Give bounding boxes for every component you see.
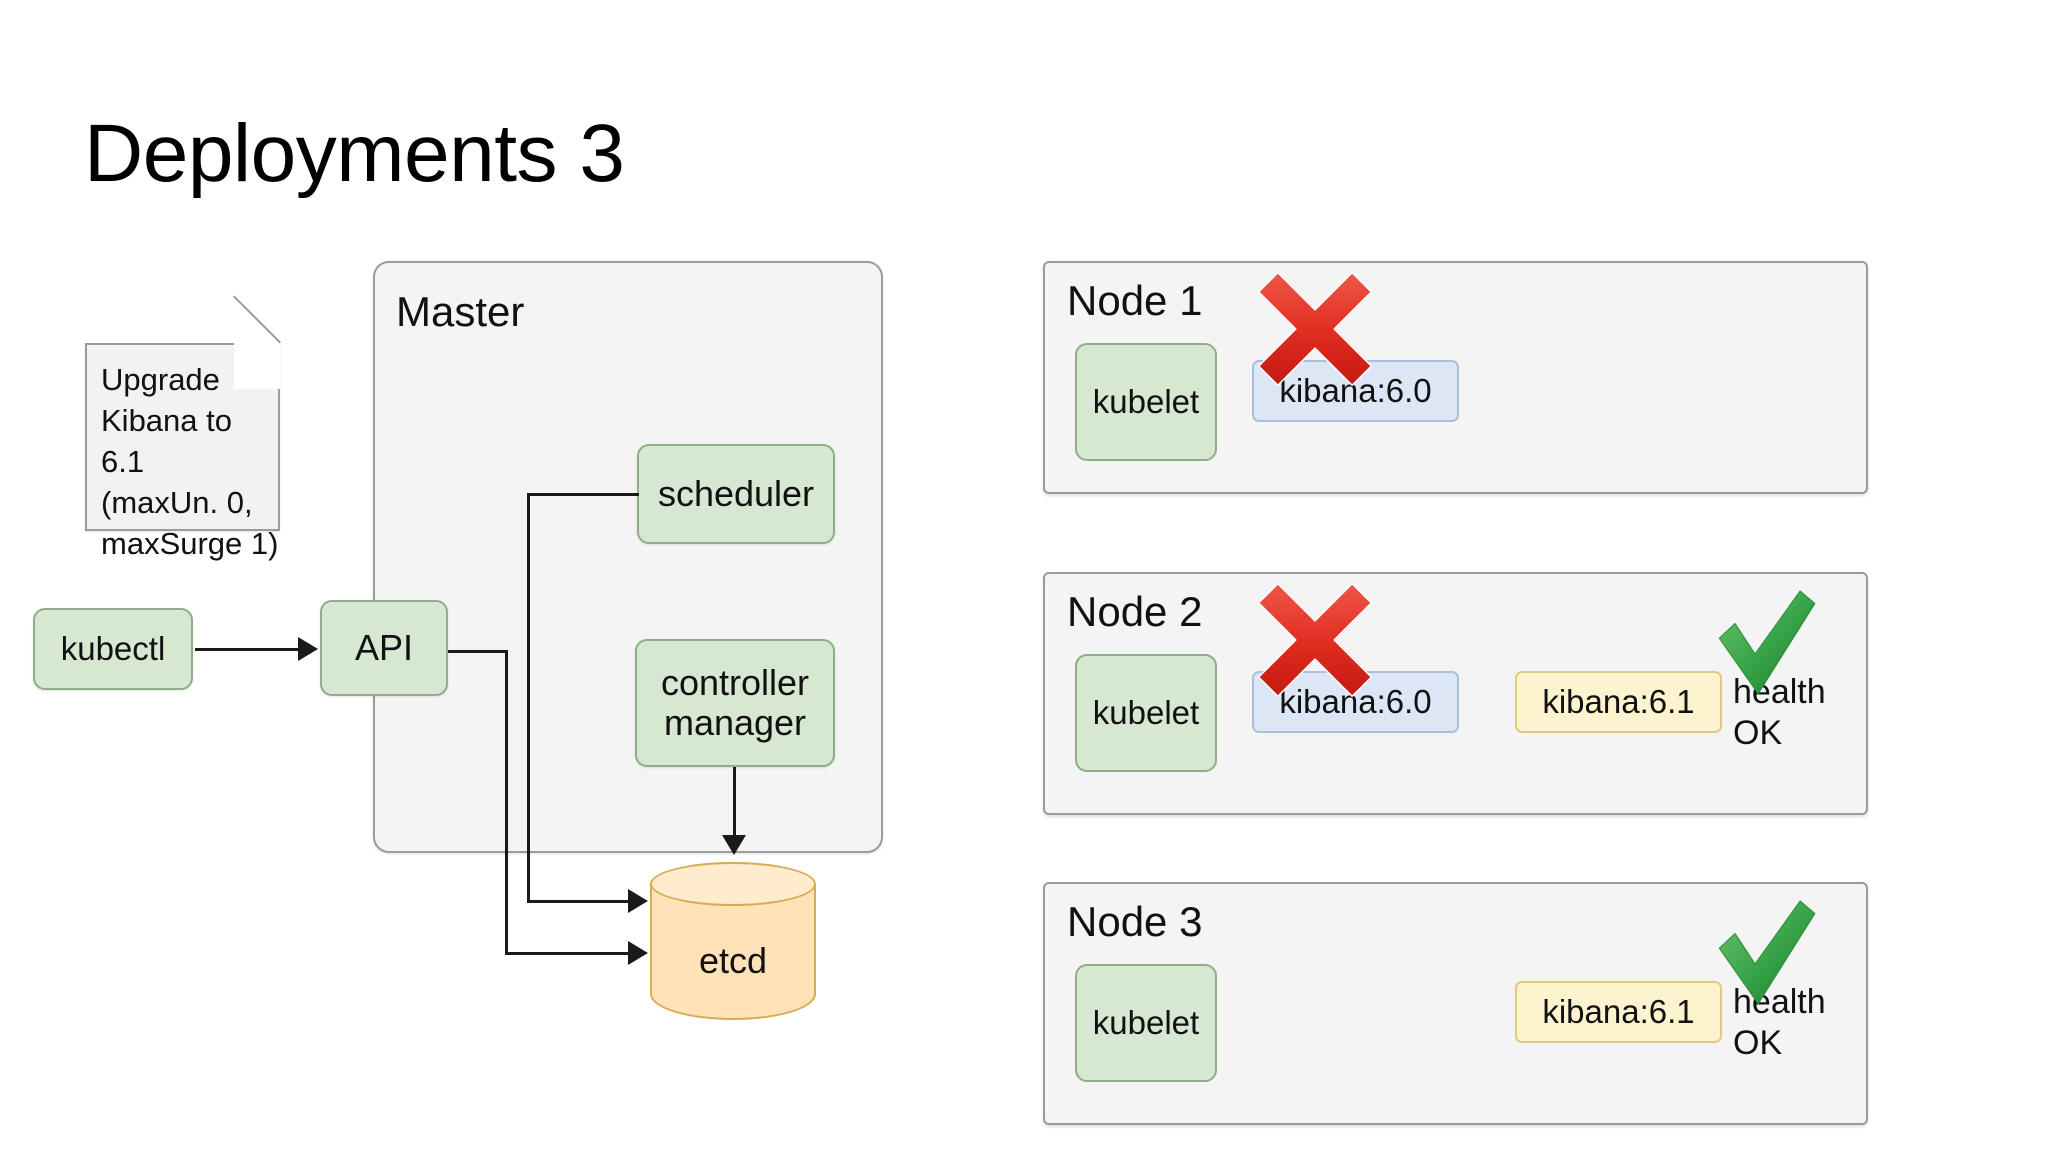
connector-api-right <box>448 650 508 653</box>
etcd-cylinder-body <box>650 884 816 1020</box>
node-2-pod-kibana-60[interactable]: kibana:6.0 <box>1252 671 1459 733</box>
etcd-label: etcd <box>698 940 768 981</box>
node-2-kubelet-label: kubelet <box>1092 694 1200 731</box>
arrowhead-controller-etcd <box>722 835 746 855</box>
node-2-pod-kibana-60-label: kibana:6.0 <box>1279 683 1432 720</box>
api-server-node[interactable]: API <box>320 600 448 696</box>
upgrade-note-text: Upgrade Kibana to 6.1 (maxUn. 0, maxSurg… <box>101 362 279 561</box>
connector-controller-etcd <box>733 767 736 839</box>
node-panel-2: Node 2 kubelet kibana:6.0 kibana:6.1 hea… <box>1043 572 1868 815</box>
node-2-pod-kibana-61-label: kibana:6.1 <box>1542 683 1695 720</box>
controller-manager-label: controller manager <box>660 661 810 743</box>
node-3-title: Node 3 <box>1067 898 1203 945</box>
node-1-pod-kibana-60-label: kibana:6.0 <box>1279 372 1432 409</box>
api-server-label: API <box>354 626 414 668</box>
node-2-health-status: health OK <box>1733 673 1826 752</box>
node-3-health-status: health OK <box>1733 983 1826 1062</box>
connector-api-etcd <box>505 952 635 955</box>
etcd-datastore[interactable]: etcd <box>650 862 816 1020</box>
connector-scheduler-down <box>527 493 530 903</box>
scheduler-node[interactable]: scheduler <box>637 444 835 544</box>
connector-scheduler-left <box>527 493 639 496</box>
connector-kubectl-api <box>195 648 300 651</box>
node-1-pod-kibana-60[interactable]: kibana:6.0 <box>1252 360 1459 422</box>
node-3-kubelet-label: kubelet <box>1092 1004 1200 1041</box>
arrowhead-kubectl-api <box>298 637 318 661</box>
arrowhead-scheduler-etcd <box>628 889 648 913</box>
kubectl-node[interactable]: kubectl <box>33 608 193 690</box>
node-1-kubelet[interactable]: kubelet <box>1075 343 1217 461</box>
scheduler-label: scheduler <box>657 472 815 514</box>
node-2-title: Node 2 <box>1067 588 1203 635</box>
arrowhead-api-etcd <box>628 941 648 965</box>
node-panel-3: Node 3 kubelet kibana:6.1 health OK <box>1043 882 1868 1125</box>
connector-api-down <box>505 650 508 955</box>
node-3-kubelet[interactable]: kubelet <box>1075 964 1217 1082</box>
node-2-pod-kibana-61[interactable]: kibana:6.1 <box>1515 671 1722 733</box>
connector-scheduler-etcd <box>527 900 635 903</box>
node-3-pod-kibana-61[interactable]: kibana:6.1 <box>1515 981 1722 1043</box>
note-fold-line-icon <box>232 295 281 344</box>
master-panel-title: Master <box>396 288 525 335</box>
kubectl-label: kubectl <box>60 629 166 667</box>
node-2-kubelet[interactable]: kubelet <box>1075 654 1217 772</box>
node-1-kubelet-label: kubelet <box>1092 383 1200 420</box>
upgrade-note: Upgrade Kibana to 6.1 (maxUn. 0, maxSurg… <box>85 295 281 561</box>
node-panel-1: Node 1 kubelet kibana:6.0 <box>1043 261 1868 494</box>
controller-manager-node[interactable]: controller manager <box>635 639 835 767</box>
note-fold-corner-icon <box>234 343 280 389</box>
node-3-pod-kibana-61-label: kibana:6.1 <box>1542 993 1695 1030</box>
node-1-title: Node 1 <box>1067 277 1203 324</box>
etcd-cylinder-top <box>650 862 816 906</box>
page-title: Deployments 3 <box>84 108 625 199</box>
